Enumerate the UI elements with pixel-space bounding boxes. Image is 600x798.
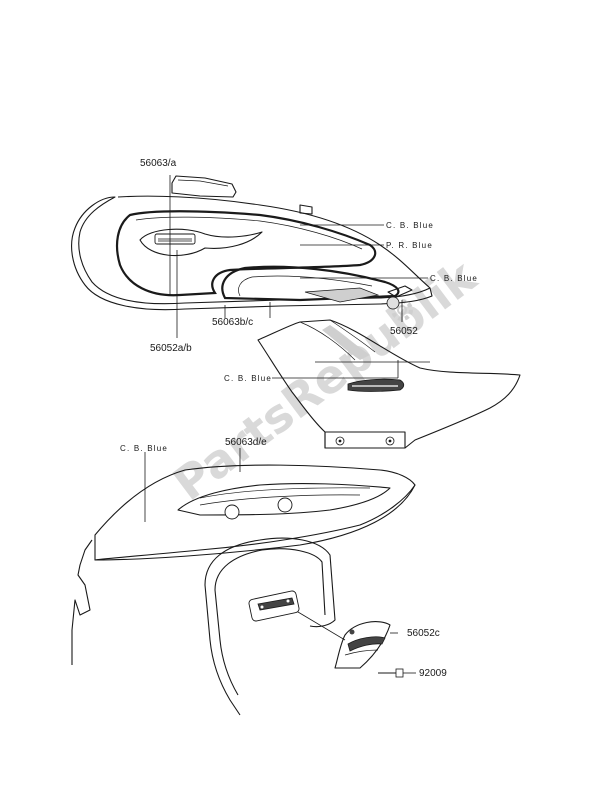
color-cb-blue-2: C. B. Blue	[430, 274, 478, 283]
label-56052ab: 56052a/b	[150, 343, 192, 354]
label-56063de: 56063d/e	[225, 437, 267, 448]
label-92009: 92009	[419, 668, 447, 679]
color-cb-blue-3: C. B. Blue	[224, 374, 272, 383]
color-pr-blue: P. R. Blue	[386, 241, 433, 250]
rear-fender	[71, 464, 416, 716]
screw-92009	[378, 668, 404, 678]
side-cover	[257, 319, 521, 449]
color-cb-blue-4: C. B. Blue	[120, 444, 168, 453]
label-56052: 56052	[390, 326, 418, 337]
label-56052c: 56052c	[407, 628, 440, 639]
fuel-tank	[71, 175, 433, 311]
color-cb-blue-1: C. B. Blue	[386, 221, 434, 230]
leader-lines	[144, 175, 428, 674]
label-56063a: 56063/a	[140, 158, 177, 169]
label-56063bc: 56063b/c	[212, 317, 253, 328]
emblem-56052c	[334, 621, 391, 669]
